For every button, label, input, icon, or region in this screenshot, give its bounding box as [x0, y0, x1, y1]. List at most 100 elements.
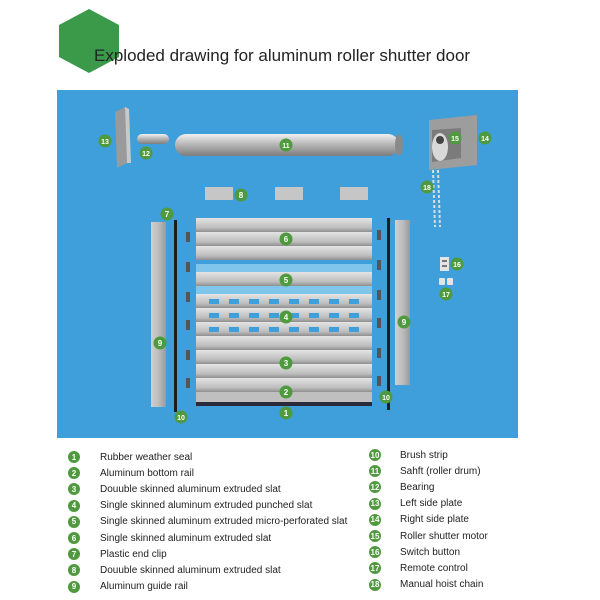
bearing [137, 134, 169, 144]
callout-5: 5 [279, 273, 293, 287]
svg-text:2: 2 [284, 388, 289, 397]
callout-10: 10 [174, 410, 188, 424]
legend-number-badge: 17 [369, 562, 381, 575]
svg-text:17: 17 [442, 292, 450, 299]
legend-text: Right side plate [400, 514, 469, 526]
legend-item-2: 2 Aluminum bottom rail [68, 466, 194, 480]
exploded-diagram: 13 12 11 15 14 8 18 7 6 5 16 17 4 9 9 3 2 10 10 1 [57, 90, 518, 438]
callout-8: 8 [234, 188, 248, 202]
callout-13: 13 [98, 134, 112, 148]
callout-14: 14 [478, 131, 492, 145]
callout-4: 4 [279, 310, 293, 324]
right-guide-rail [395, 220, 410, 385]
svg-text:3: 3 [284, 359, 289, 368]
legend-number-badge: 18 [369, 578, 381, 591]
callout-11: 11 [279, 138, 293, 152]
legend-item-17: 17 Remote control [369, 561, 468, 575]
svg-text:9: 9 [402, 318, 407, 327]
legend-number-badge: 16 [369, 546, 381, 559]
svg-text:10: 10 [177, 415, 185, 422]
legend-text: Brush strip [400, 449, 448, 461]
legend-item-6: 6 Single skinned aluminum extruded slat [68, 531, 271, 545]
right-end-clips [377, 230, 381, 386]
svg-text:12: 12 [142, 151, 150, 158]
micro-perforated-slat [196, 264, 372, 272]
callout-16: 16 [450, 257, 464, 271]
left-brush-strip [174, 220, 177, 412]
svg-text:10: 10 [382, 395, 390, 402]
legend-number-badge: 6 [68, 532, 80, 544]
svg-text:13: 13 [101, 139, 109, 146]
left-end-clips [186, 232, 190, 388]
manual-hoist-chain [432, 169, 436, 228]
callout-2: 2 [279, 385, 293, 399]
legend-text: Douuble skinned aluminum extruded slat [100, 483, 281, 495]
callout-9: 9 [153, 336, 167, 350]
callout-layer: 13 12 11 15 14 8 18 7 6 5 16 17 4 9 9 3 2 10 10 1 [98, 131, 492, 424]
switch-button [440, 257, 449, 271]
callout-12: 12 [139, 146, 153, 160]
legend-text: Plastic end clip [100, 548, 167, 560]
page-title: Exploded drawing for aluminum roller shu… [94, 46, 471, 65]
svg-text:8: 8 [239, 191, 244, 200]
legend-number-badge: 9 [68, 580, 80, 593]
callout-3: 3 [279, 356, 293, 370]
legend-text: Aluminum guide rail [100, 581, 188, 593]
callout-17: 17 [439, 287, 453, 301]
legend-text: Bearing [400, 481, 435, 493]
legend-number-badge: 5 [68, 515, 80, 528]
legend-number-badge: 2 [68, 467, 80, 480]
rubber-weather-seal [196, 402, 372, 406]
svg-text:15: 15 [451, 136, 459, 143]
left-guide-rail [151, 222, 166, 407]
legend-text: Aluminum bottom rail [100, 467, 194, 479]
svg-text:9: 9 [158, 339, 163, 348]
svg-text:4: 4 [284, 313, 289, 322]
top-slat-right [340, 187, 368, 200]
svg-text:14: 14 [481, 136, 489, 143]
legend-item-13: 13 Left side plate [369, 497, 462, 511]
callout-10: 10 [379, 390, 393, 404]
legend-item-3: 3 Douuble skinned aluminum extruded slat [68, 482, 281, 496]
svg-text:6: 6 [284, 235, 289, 244]
legend-text: Single skinned aluminum extruded slat [100, 532, 272, 544]
legend-text: Roller shutter motor [400, 530, 488, 542]
right-brush-strip [387, 218, 390, 410]
legend-text: Douuble skinned aluminum extruded slat [100, 564, 281, 576]
legend-text: Remote control [400, 562, 468, 574]
legend-number-badge: 1 [68, 451, 80, 463]
callout-9: 9 [397, 315, 411, 329]
legend-number-badge: 12 [369, 481, 381, 494]
legend-text: Left side plate [400, 498, 463, 510]
left-side-plate [115, 107, 127, 168]
punched-holes [209, 299, 359, 332]
legend-number-badge: 4 [68, 499, 80, 512]
svg-text:7: 7 [165, 210, 170, 219]
svg-text:11: 11 [282, 143, 290, 150]
callout-6: 6 [279, 232, 293, 246]
legend-text: Sahft (roller drum) [400, 465, 481, 477]
legend-number-badge: 11 [369, 465, 381, 478]
punched-slat [196, 294, 372, 308]
legend-number-badge: 13 [369, 497, 381, 510]
legend-item-12: 12 Bearing [369, 480, 434, 494]
svg-text:18: 18 [423, 185, 431, 192]
legend-number-badge: 3 [68, 483, 80, 496]
legend-item-11: 11 Sahft (roller drum) [369, 464, 481, 478]
remote-control [439, 278, 445, 285]
callout-7: 7 [160, 207, 174, 221]
legend-item-9: 9 Aluminum guide rail [68, 580, 188, 594]
svg-text:1: 1 [284, 409, 289, 418]
svg-text:16: 16 [453, 262, 461, 269]
svg-text:5: 5 [284, 276, 289, 285]
